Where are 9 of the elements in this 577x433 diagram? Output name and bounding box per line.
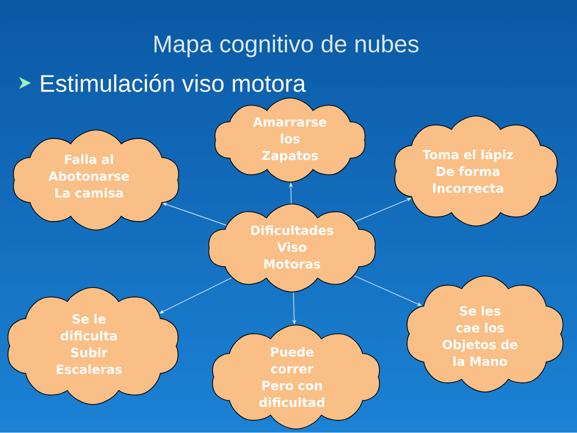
cloud: Se les cae los Objetos de la Mano: [406, 276, 564, 392]
bullet-item: Estimulación viso motora: [41, 74, 306, 92]
cloud: Toma el lápiz De forma Incorrecta: [394, 116, 558, 226]
cloud: Amarrarse los Zapatos: [214, 98, 366, 182]
cloud: Puede correr Pero con dificultad: [212, 324, 380, 430]
cloud: Falla al Abotonarse La camisa: [13, 130, 179, 230]
cloud: Se le dificulta Subir Escaleras: [8, 287, 178, 405]
title: Mapa cognitivo de nubes: [154, 34, 418, 58]
cloud: Dificultades Viso Motoras: [208, 204, 376, 292]
